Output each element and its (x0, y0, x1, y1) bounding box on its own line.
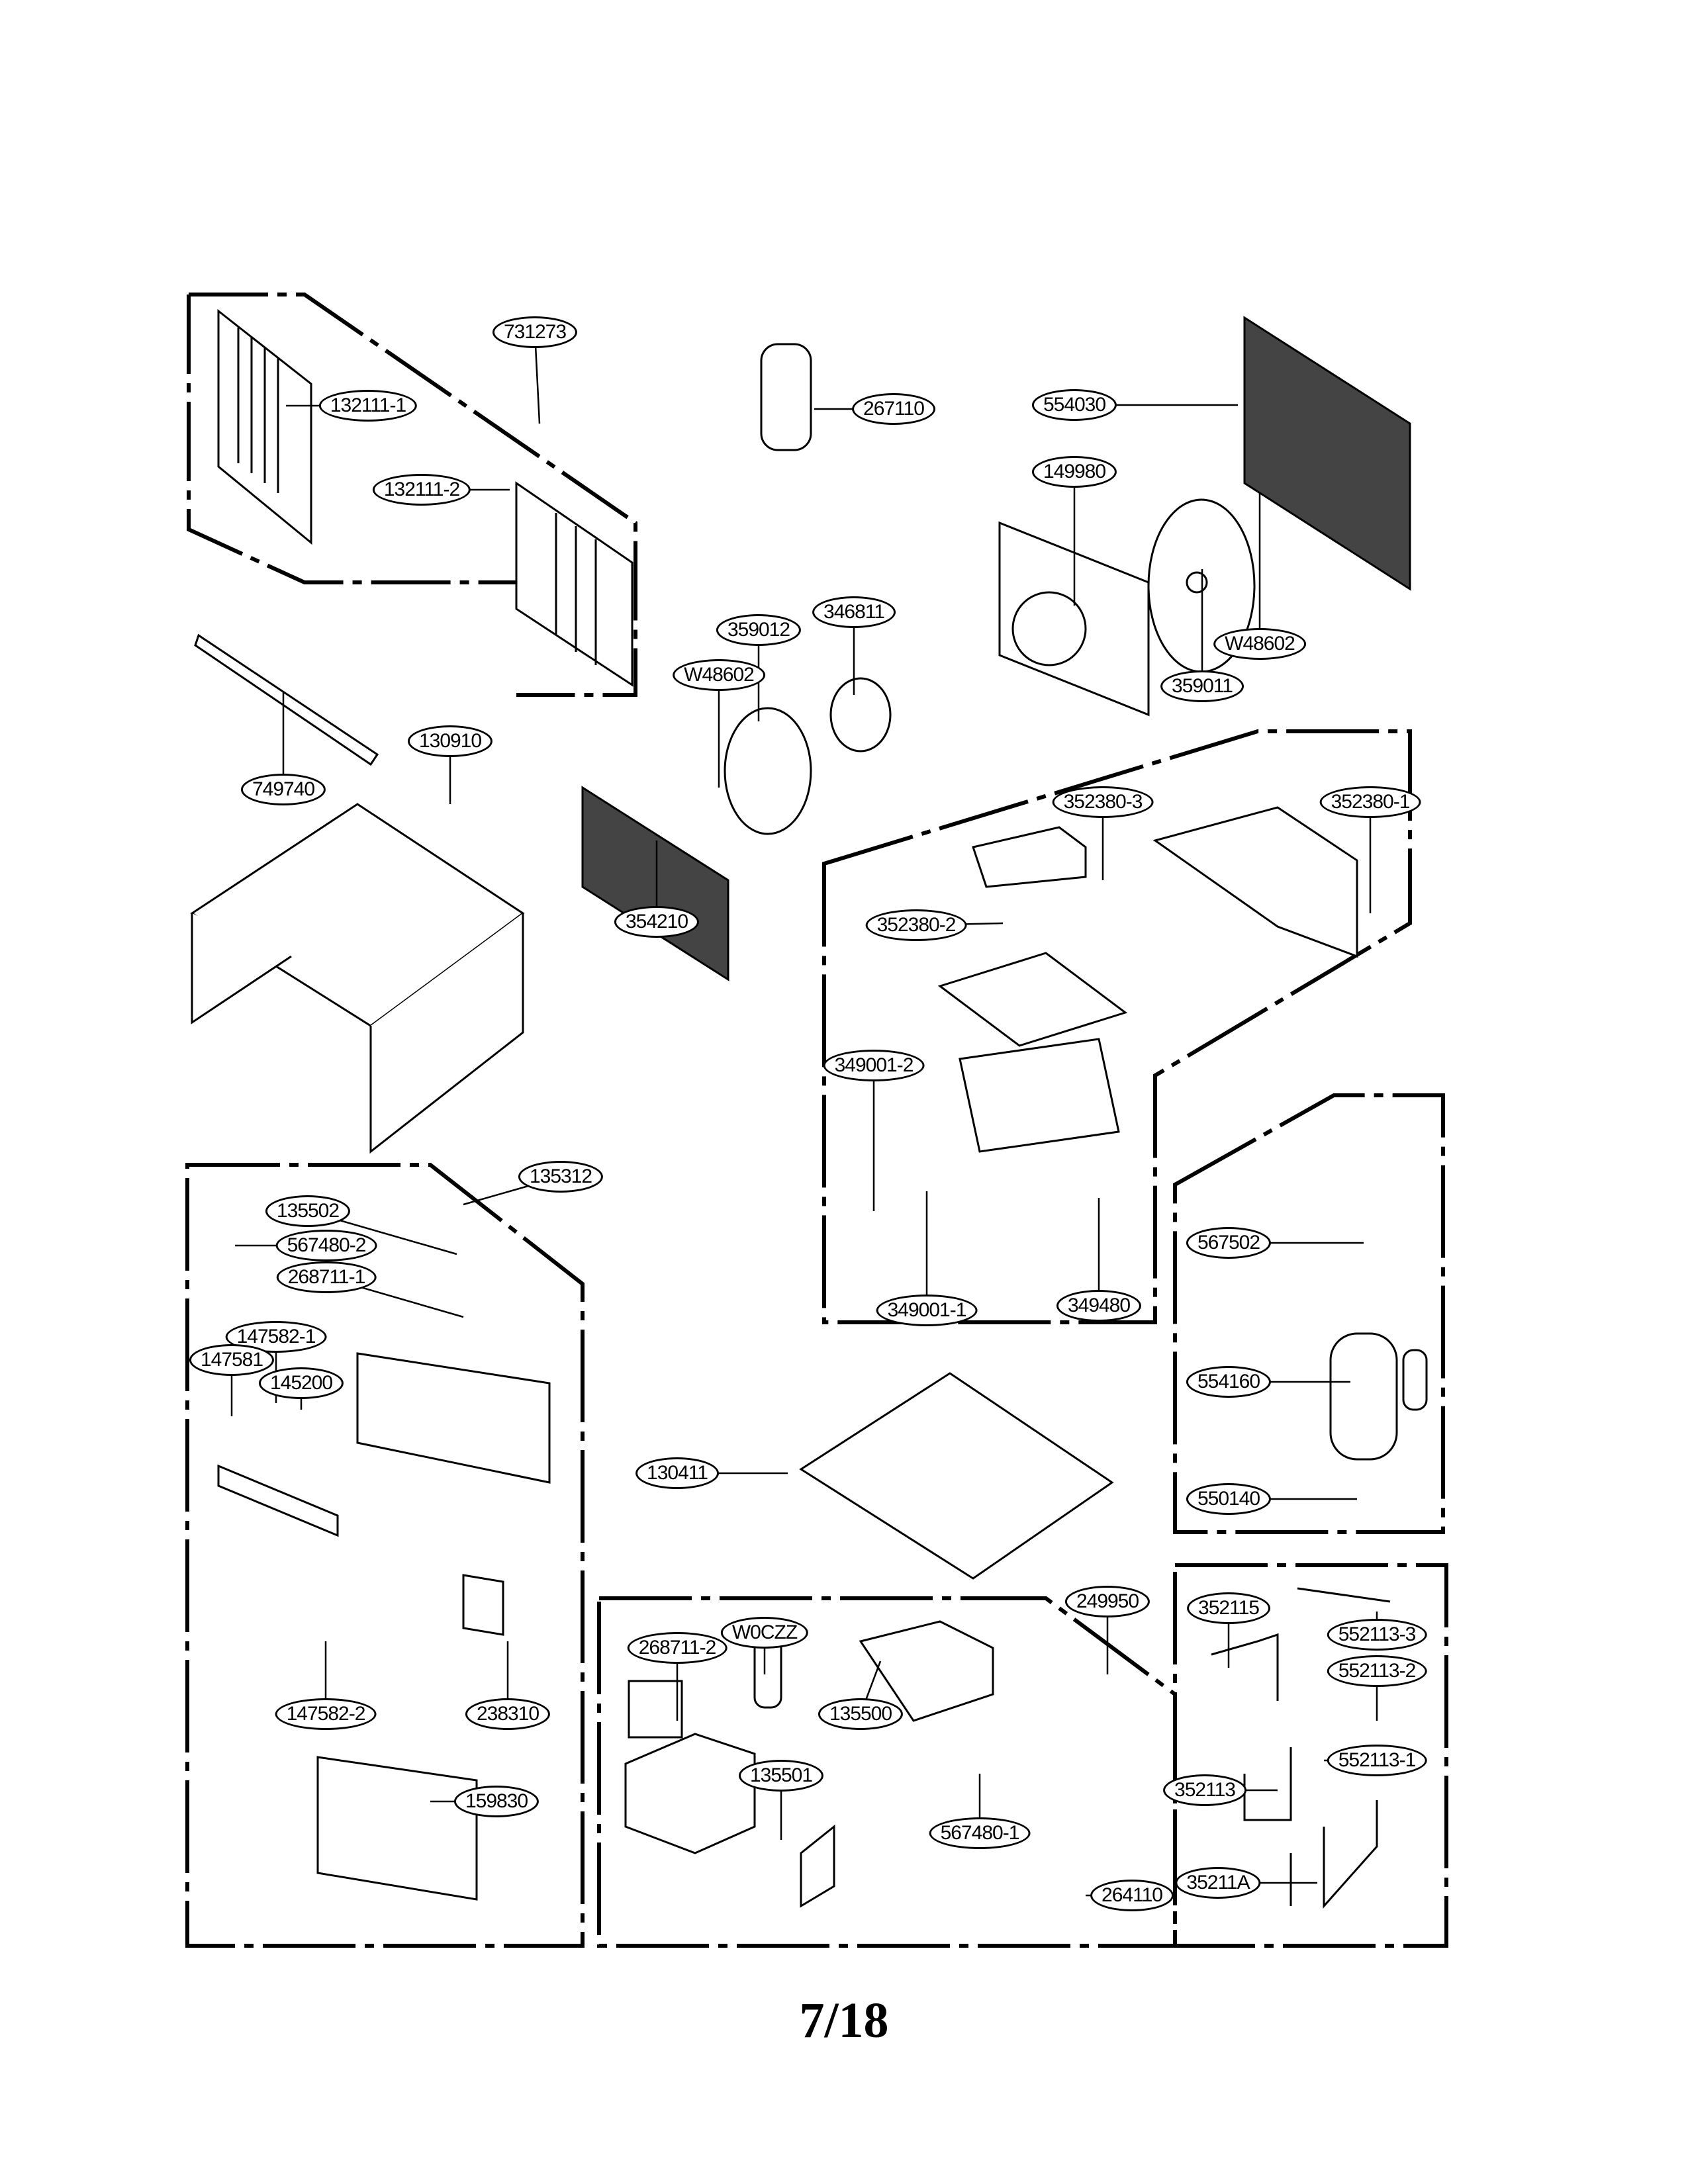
part-callout[interactable]: 349001-2 (823, 1050, 925, 1081)
page-number: 7/18 (799, 1993, 889, 2048)
part-callout[interactable]: 135500 (818, 1698, 904, 1730)
part-callout[interactable]: 352113 (1163, 1774, 1246, 1806)
pcb-135501 (800, 1824, 835, 1908)
air-guide-parts (937, 806, 1358, 1153)
front-grille (356, 1352, 551, 1636)
group-boundary-air-guide (822, 729, 1412, 1324)
part-callout[interactable]: 352380-2 (865, 909, 967, 941)
part-callout[interactable]: 354210 (614, 906, 700, 938)
group-boundary-window-kit (189, 293, 637, 697)
remote-control (760, 343, 812, 451)
part-callout[interactable]: 130411 (635, 1457, 719, 1489)
part-callout[interactable]: 35211A (1175, 1867, 1261, 1899)
cabinet (190, 803, 525, 1154)
part-callout[interactable]: 135502 (265, 1195, 351, 1227)
part-callout[interactable]: 132111-2 (372, 474, 471, 506)
tubing (1211, 1587, 1391, 1909)
window-panel-left (217, 308, 312, 545)
part-callout[interactable]: 135312 (518, 1161, 604, 1193)
part-callout[interactable]: 159830 (453, 1786, 539, 1817)
part-callout[interactable]: 359012 (716, 614, 802, 646)
part-callout[interactable]: 238310 (465, 1698, 551, 1730)
control-box (624, 1627, 782, 1854)
part-callout[interactable]: 352380-1 (1319, 786, 1421, 818)
part-callout[interactable]: 147582-2 (275, 1698, 377, 1730)
part-callout[interactable]: 567480-2 (275, 1230, 377, 1261)
blower-wheel (724, 707, 812, 835)
group-boundary-tubing (1173, 1563, 1448, 1948)
part-callout[interactable]: W48602 (1213, 628, 1306, 660)
part-callout[interactable]: W0CZZ (720, 1617, 809, 1649)
part-callout[interactable]: 352115 (1187, 1592, 1270, 1624)
evaporator-coil (581, 786, 729, 981)
part-callout[interactable]: 268711-1 (276, 1261, 377, 1293)
part-callout[interactable]: 567480-1 (929, 1817, 1031, 1849)
base-pan (799, 1372, 1114, 1580)
compressor (1329, 1332, 1428, 1461)
fan-motor (829, 677, 892, 752)
part-callout[interactable]: 349480 (1056, 1290, 1142, 1322)
part-callout[interactable]: 349001-1 (876, 1295, 978, 1326)
part-callout[interactable]: 268711-2 (627, 1632, 727, 1664)
part-callout[interactable]: 749740 (240, 774, 326, 805)
part-callout[interactable]: 249950 (1064, 1586, 1150, 1617)
window-panel-right (515, 481, 633, 687)
part-callout[interactable]: 149980 (1031, 456, 1117, 488)
louver (217, 1464, 339, 1537)
part-callout[interactable]: 132111-1 (318, 390, 418, 422)
part-callout[interactable]: 731273 (492, 316, 578, 348)
shroud (998, 521, 1150, 717)
part-callout[interactable]: 552113-2 (1327, 1655, 1427, 1687)
part-callout[interactable]: 552113-3 (1327, 1619, 1427, 1651)
part-callout[interactable]: 554160 (1186, 1366, 1272, 1398)
part-callout[interactable]: 264110 (1090, 1880, 1174, 1911)
part-callout[interactable]: 554030 (1031, 389, 1117, 421)
group-boundary-compressor (1173, 1093, 1445, 1534)
part-callout[interactable]: 147582-1 (225, 1321, 327, 1353)
part-callout[interactable]: 552113-1 (1327, 1745, 1427, 1776)
part-callout[interactable]: W48602 (673, 659, 765, 691)
group-boundary-front-grille (185, 1163, 585, 1948)
part-callout[interactable]: 346811 (812, 596, 896, 628)
part-callout[interactable]: 267110 (852, 393, 935, 425)
condenser-coil (1243, 316, 1411, 591)
part-callout[interactable]: 145200 (258, 1367, 344, 1399)
part-callout[interactable]: 135501 (738, 1760, 824, 1792)
control-box-cover (859, 1620, 994, 1722)
part-callout[interactable]: 359011 (1160, 670, 1244, 702)
part-callout[interactable]: 147581 (189, 1344, 275, 1376)
part-callout[interactable]: 352380-3 (1052, 786, 1154, 818)
part-callout[interactable]: 550140 (1186, 1483, 1272, 1515)
seal-strip (194, 633, 379, 766)
part-callout[interactable]: 567502 (1186, 1227, 1272, 1259)
part-callout[interactable]: 130910 (407, 725, 493, 757)
air-filter (316, 1756, 478, 1901)
